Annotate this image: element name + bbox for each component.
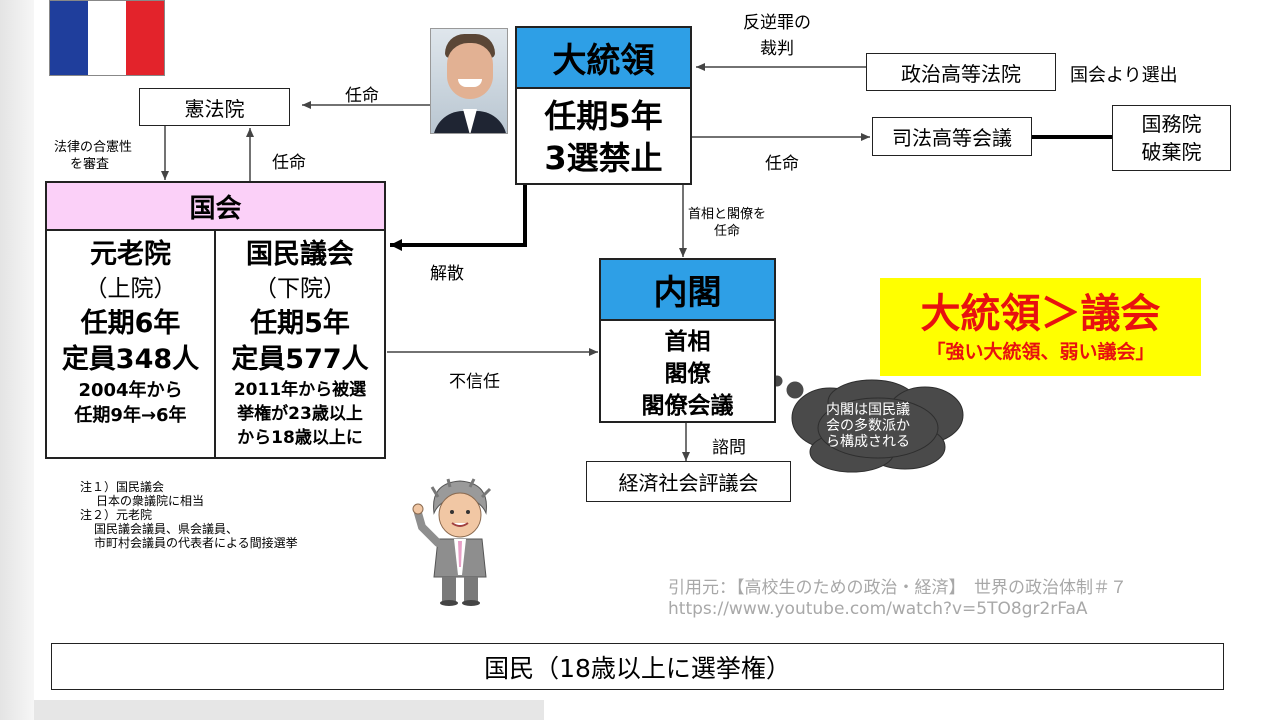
cabinet-box: 内閣 首相 閣僚 閣僚会議 (599, 258, 776, 423)
note1-detail: 日本の衆議院に相当 (96, 494, 205, 508)
label-dissolution: 解散 (430, 264, 464, 284)
label-appoint-pm: 首相と閣僚を 任命 (688, 207, 767, 239)
judicial-council-label: 司法高等会議 (892, 126, 1012, 150)
senate-column: 元老院 （上院） 任期6年 定員348人 2004年から 任期9年→6年 (47, 231, 216, 459)
label-treason: 反逆罪の 裁判 (743, 13, 811, 59)
senate-note1: 2004年から (78, 380, 183, 401)
label-appoint-judicial: 任命 (765, 154, 799, 174)
senate-sub: （上院） (84, 276, 177, 302)
senate-term: 任期6年 (80, 308, 181, 339)
left-shadow-strip (0, 0, 34, 720)
label-review: 法律の合憲性 を審査 (54, 140, 133, 172)
parliament-title: 国会 (47, 183, 384, 231)
high-court-note: 国会より選出 (1070, 65, 1178, 86)
senate-seats: 定員348人 (61, 344, 200, 375)
esc-box: 経済社会評議会 (586, 461, 791, 502)
high-court-label: 政治高等法院 (901, 61, 1021, 86)
president-term: 任期5年 (544, 97, 663, 135)
esc-label: 経済社会評議会 (618, 471, 759, 495)
judicial-council-box: 司法高等会議 (872, 117, 1032, 156)
court-of-cassation-label: 破棄院 (1141, 140, 1202, 164)
president-title: 大統領 (517, 28, 690, 89)
assembly-note2: 挙権が23歳以上 (237, 404, 363, 424)
label-appoint-council: 任命 (345, 86, 379, 106)
source-title: 引用元：【高校生のための政治・経済】 世界の政治体制＃７ (668, 578, 1127, 598)
highlight-box: 大統領＞議会 「強い大統領、弱い議会」 (880, 278, 1201, 376)
bubble-dot-large (786, 381, 804, 399)
high-court-box: 政治高等法院 (866, 53, 1056, 91)
cabinet-pm: 首相 (664, 329, 711, 355)
notes-block: 注１）国民議会 日本の衆議院に相当 注２）元老院 国民議会議員、県会議員、 市町… (80, 480, 298, 550)
note2: 注２）元老院 (80, 508, 153, 522)
president-photo (430, 28, 508, 134)
cabinet-title: 内閣 (601, 260, 774, 321)
note2-detail1: 国民議会議員、県会議員、 (94, 522, 239, 536)
parliament-box: 国会 元老院 （上院） 任期6年 定員348人 2004年から 任期9年→6年 … (45, 181, 386, 459)
source-url: https://www.youtube.com/watch?v=5TO8gr2r… (668, 599, 1088, 619)
citizens-label: 国民（18歳以上に選挙権） (484, 653, 791, 683)
note1: 注１）国民議会 (80, 480, 165, 494)
note2-detail2: 市町村会議員の代表者による間接選挙 (94, 536, 298, 550)
assembly-term: 任期5年 (250, 308, 350, 339)
cabinet-ministers: 閣僚 (664, 361, 711, 387)
cabinet-council: 閣僚会議 (641, 393, 734, 419)
senate-note2: 任期9年→6年 (74, 405, 187, 426)
bottom-shadow-strip (34, 700, 544, 720)
constitutional-council-box: 憲法院 (139, 88, 290, 126)
president-box: 大統領 任期5年 3選禁止 (515, 26, 692, 185)
assembly-note1: 2011年から被選 (233, 380, 367, 400)
teacher-illustration (412, 478, 492, 606)
label-no-confidence: 不信任 (449, 372, 500, 392)
constitutional-council-label: 憲法院 (184, 96, 245, 121)
senate-name: 元老院 (90, 239, 171, 270)
label-consult: 諮問 (712, 438, 746, 458)
president-term-limit: 3選禁止 (544, 139, 663, 177)
source-citation: 引用元：【高校生のための政治・経済】 世界の政治体制＃７ https://www… (668, 578, 1127, 620)
assembly-note3: から18歳以上に (237, 428, 363, 448)
council-of-state-box: 国務院 破棄院 (1112, 105, 1231, 171)
arrow-dissolution (390, 184, 527, 251)
highlight-sub: 「強い大統領、弱い議会」 (926, 341, 1155, 363)
assembly-sub: （下院） (254, 276, 346, 302)
national-assembly-column: 国民議会 （下院） 任期5年 定員577人 2011年から被選 挙権が23歳以上… (216, 231, 384, 459)
assembly-seats: 定員577人 (231, 344, 369, 375)
thought-cloud (791, 379, 964, 473)
council-of-state-label: 国務院 (1141, 112, 1202, 136)
assembly-name: 国民議会 (246, 239, 354, 270)
cloud-text: 内閣は国民議 会の多数派か ら構成される (826, 402, 910, 450)
label-appoint-from-parliament: 任命 (272, 153, 306, 173)
citizens-box: 国民（18歳以上に選挙権） (51, 643, 1224, 690)
highlight-main: 大統領＞議会 (920, 291, 1161, 337)
french-flag-icon (49, 0, 165, 76)
